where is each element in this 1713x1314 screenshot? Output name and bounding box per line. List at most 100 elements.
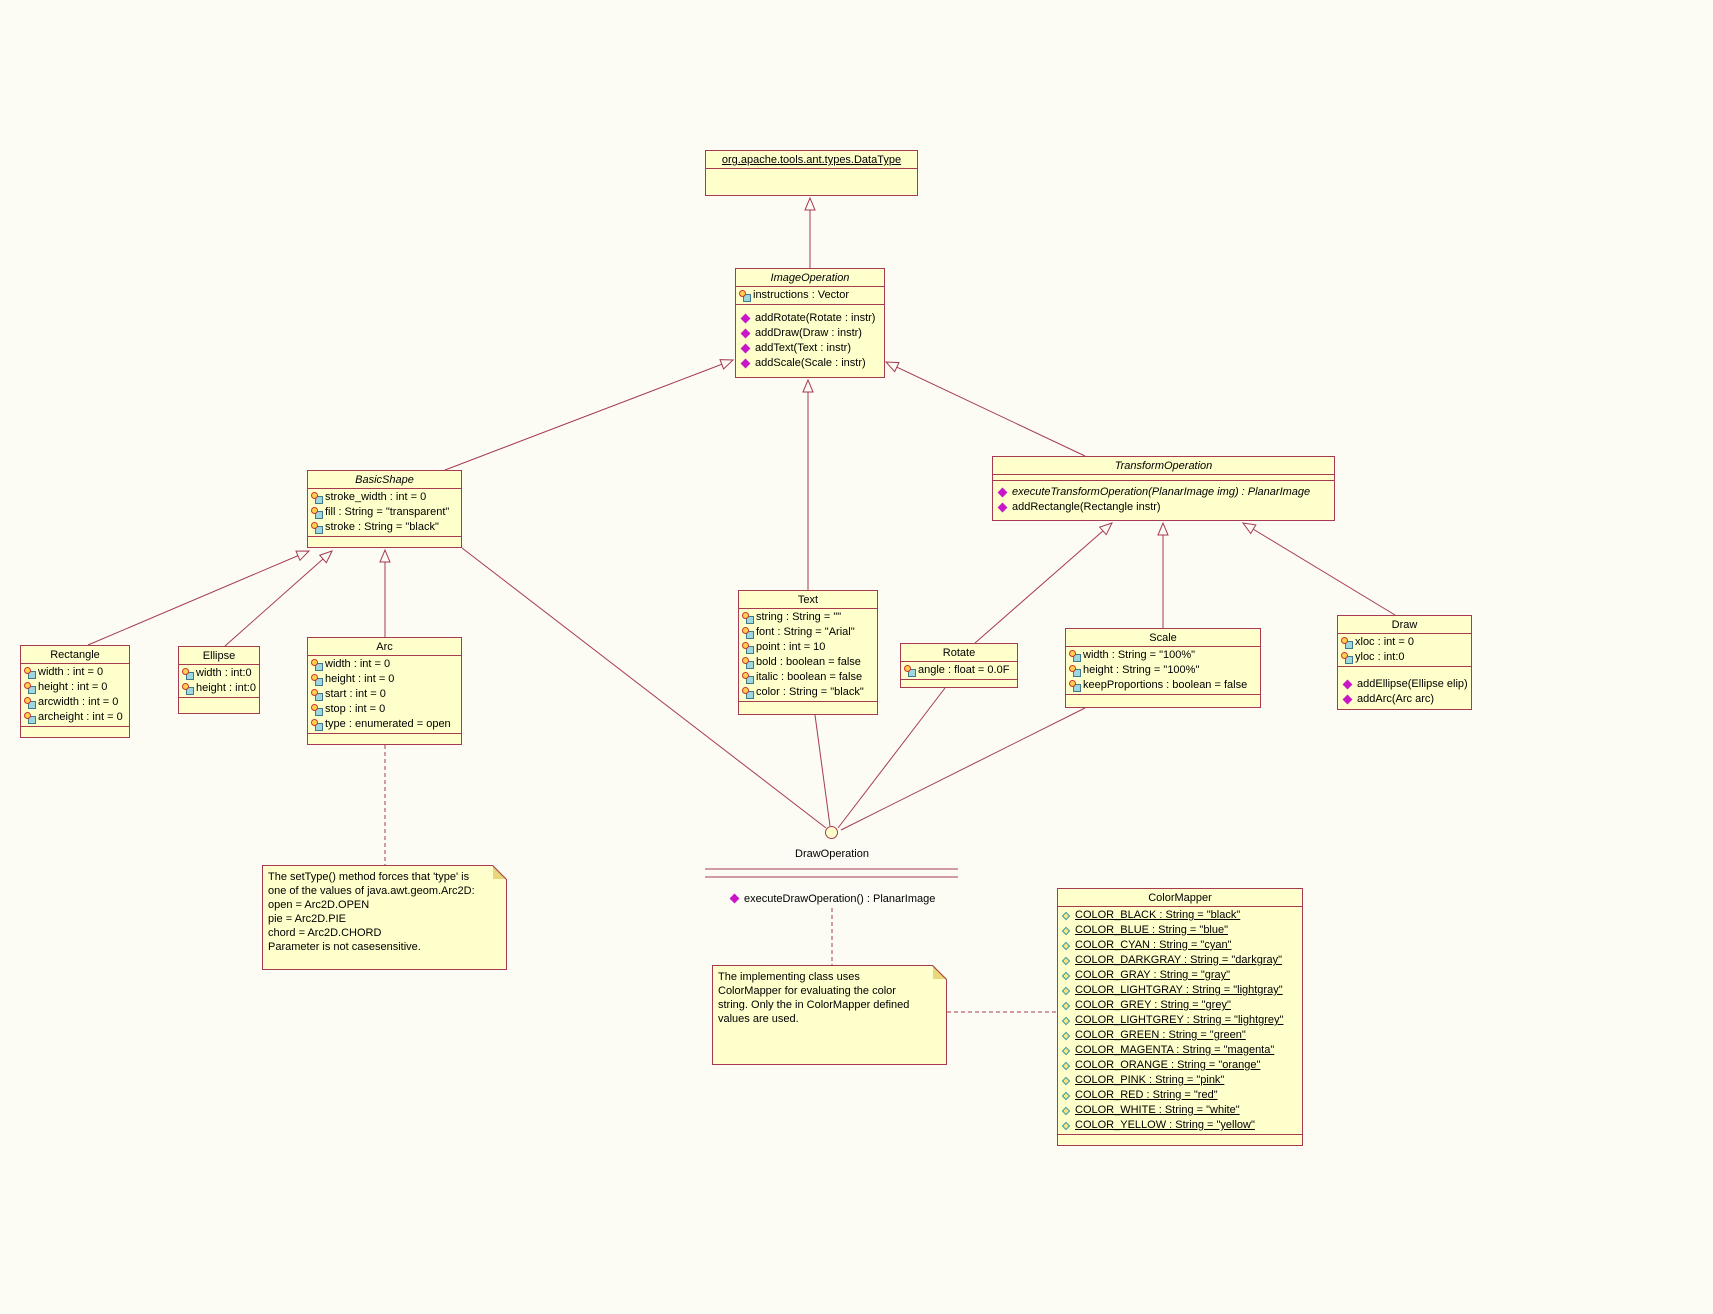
attribute-row: angle : float = 0.0F	[904, 663, 1015, 678]
attribute-icon	[311, 522, 323, 534]
note-arc-settype[interactable]: The setType() method forces that 'type' …	[262, 865, 507, 970]
note-text-line: pie = Arc2D.PIE	[268, 913, 346, 925]
operation-icon	[740, 313, 751, 324]
attribute-row: stroke_width : int = 0	[311, 490, 459, 505]
operations-compartment: addRotate(Rotate : instr) addDraw(Draw :…	[736, 304, 884, 377]
attribute-row: type : enumerated = open	[311, 717, 459, 732]
class-transform-operation[interactable]: TransformOperation executeTransformOpera…	[992, 456, 1335, 521]
attribute-icon	[24, 667, 36, 679]
class-name: Draw	[1391, 619, 1418, 631]
operations-compartment: executeTransformOperation(PlanarImage im…	[993, 480, 1334, 520]
attributes-compartment: stroke_width : int = 0 fill : String = "…	[308, 488, 461, 536]
empty-compartment	[1066, 694, 1260, 707]
attribute-row: COLOR_GREY : String = "grey"	[1061, 998, 1300, 1013]
attribute-icon	[739, 290, 751, 302]
attribute-text: COLOR_BLACK : String = "black"	[1075, 909, 1241, 921]
constant-icon	[1061, 941, 1071, 950]
attribute-row: keepProportions : boolean = false	[1069, 678, 1258, 693]
constant-icon	[1061, 1061, 1071, 1070]
attribute-row: COLOR_RED : String = "red"	[1061, 1088, 1300, 1103]
attribute-row: stroke : String = "black"	[311, 520, 459, 535]
empty-compartment	[1058, 1134, 1302, 1145]
attribute-text: width : String = "100%"	[1083, 649, 1196, 661]
class-text[interactable]: Text string : String = "" font : String …	[738, 590, 878, 715]
attribute-icon	[742, 687, 754, 699]
attributes-compartment: instructions : Vector	[736, 286, 884, 304]
attribute-icon	[742, 672, 754, 684]
note-text-line: The implementing class uses	[718, 971, 860, 983]
class-name: org.apache.tools.ant.types.DataType	[721, 154, 902, 166]
attribute-row: COLOR_GREEN : String = "green"	[1061, 1028, 1300, 1043]
attribute-text: keepProportions : boolean = false	[1083, 679, 1248, 691]
operation-row: addText(Text : instr)	[739, 341, 882, 356]
note-text-line: ColorMapper for evaluating the color	[718, 985, 896, 997]
attribute-icon	[311, 719, 323, 731]
attribute-text: height : int = 0	[38, 681, 108, 693]
class-rectangle[interactable]: Rectangle width : int = 0 height : int =…	[20, 645, 130, 738]
class-name: Text	[797, 594, 819, 606]
class-ellipse[interactable]: Ellipse width : int:0 height : int:0	[178, 646, 260, 714]
attribute-text: xloc : int = 0	[1355, 636, 1415, 648]
constant-icon	[1061, 926, 1071, 935]
attributes-compartment: string : String = "" font : String = "Ar…	[739, 608, 877, 701]
attribute-row: archeight : int = 0	[24, 710, 127, 725]
note-fold-icon	[492, 865, 507, 880]
class-name: Rectangle	[50, 649, 100, 661]
attribute-row: height : int = 0	[311, 672, 459, 687]
attribute-row: COLOR_DARKGRAY : String = "darkgray"	[1061, 953, 1300, 968]
operation-text: addArc(Arc arc)	[1357, 693, 1435, 705]
attribute-row: point : int = 10	[742, 640, 875, 655]
attribute-text: angle : float = 0.0F	[918, 664, 1010, 676]
attribute-text: COLOR_RED : String = "red"	[1075, 1089, 1218, 1101]
operation-text: addRotate(Rotate : instr)	[755, 312, 876, 324]
class-scale[interactable]: Scale width : String = "100%" height : S…	[1065, 628, 1261, 708]
operation-row: addScale(Scale : instr)	[739, 356, 882, 371]
operation-text: executeDrawOperation() : PlanarImage	[744, 892, 936, 905]
attribute-icon	[182, 668, 194, 680]
attributes-compartment: width : int:0 height : int:0	[179, 664, 259, 697]
operation-row: addRotate(Rotate : instr)	[739, 311, 882, 326]
attribute-text: italic : boolean = false	[756, 671, 863, 683]
interface-lollipop-circle[interactable]	[825, 826, 838, 839]
class-image-operation[interactable]: ImageOperation instructions : Vector add…	[735, 268, 885, 378]
attribute-text: COLOR_GREEN : String = "green"	[1075, 1029, 1246, 1041]
class-datatype[interactable]: org.apache.tools.ant.types.DataType	[705, 150, 918, 196]
operation-row: addEllipse(Ellipse elip)	[1341, 677, 1469, 692]
class-rotate[interactable]: Rotate angle : float = 0.0F	[900, 643, 1018, 688]
attribute-row: COLOR_GRAY : String = "gray"	[1061, 968, 1300, 983]
attribute-row: COLOR_BLACK : String = "black"	[1061, 908, 1300, 923]
class-arc[interactable]: Arc width : int = 0 height : int = 0 sta…	[307, 637, 462, 745]
operation-text: addText(Text : instr)	[755, 342, 851, 354]
attribute-text: archeight : int = 0	[38, 711, 123, 723]
note-text-line: chord = Arc2D.CHORD	[268, 927, 382, 939]
empty-compartment	[21, 726, 129, 737]
operations-compartment: addEllipse(Ellipse elip) addArc(Arc arc)	[1338, 666, 1471, 709]
attribute-row: stop : int = 0	[311, 702, 459, 717]
attribute-text: COLOR_GRAY : String = "gray"	[1075, 969, 1231, 981]
attribute-text: fill : String = "transparent"	[325, 506, 450, 518]
attribute-text: COLOR_MAGENTA : String = "magenta"	[1075, 1044, 1275, 1056]
attribute-text: height : int = 0	[325, 673, 395, 685]
attribute-text: point : int = 10	[756, 641, 826, 653]
class-basic-shape[interactable]: BasicShape stroke_width : int = 0 fill :…	[307, 470, 462, 548]
note-text-line: Parameter is not casesensitive.	[268, 941, 421, 953]
class-draw[interactable]: Draw xloc : int = 0 yloc : int:0 addElli…	[1337, 615, 1472, 710]
class-color-mapper[interactable]: ColorMapper COLOR_BLACK : String = "blac…	[1057, 888, 1303, 1146]
operation-row: executeTransformOperation(PlanarImage im…	[996, 485, 1332, 500]
attribute-row: height : int:0	[182, 681, 257, 696]
operation-row: addDraw(Draw : instr)	[739, 326, 882, 341]
class-name: Arc	[376, 641, 393, 653]
attribute-row: string : String = ""	[742, 610, 875, 625]
attributes-compartment: width : String = "100%" height : String …	[1066, 646, 1260, 694]
attribute-icon	[904, 665, 916, 677]
attribute-row: COLOR_MAGENTA : String = "magenta"	[1061, 1043, 1300, 1058]
constant-icon	[1061, 956, 1071, 965]
attribute-row: width : int = 0	[24, 665, 127, 680]
empty-compartment	[706, 168, 917, 195]
attribute-text: instructions : Vector	[753, 289, 849, 301]
attribute-row: font : String = "Arial"	[742, 625, 875, 640]
note-colormapper-usage[interactable]: The implementing class uses ColorMapper …	[712, 965, 947, 1065]
attribute-row: italic : boolean = false	[742, 670, 875, 685]
attribute-text: COLOR_DARKGRAY : String = "darkgray"	[1075, 954, 1283, 966]
